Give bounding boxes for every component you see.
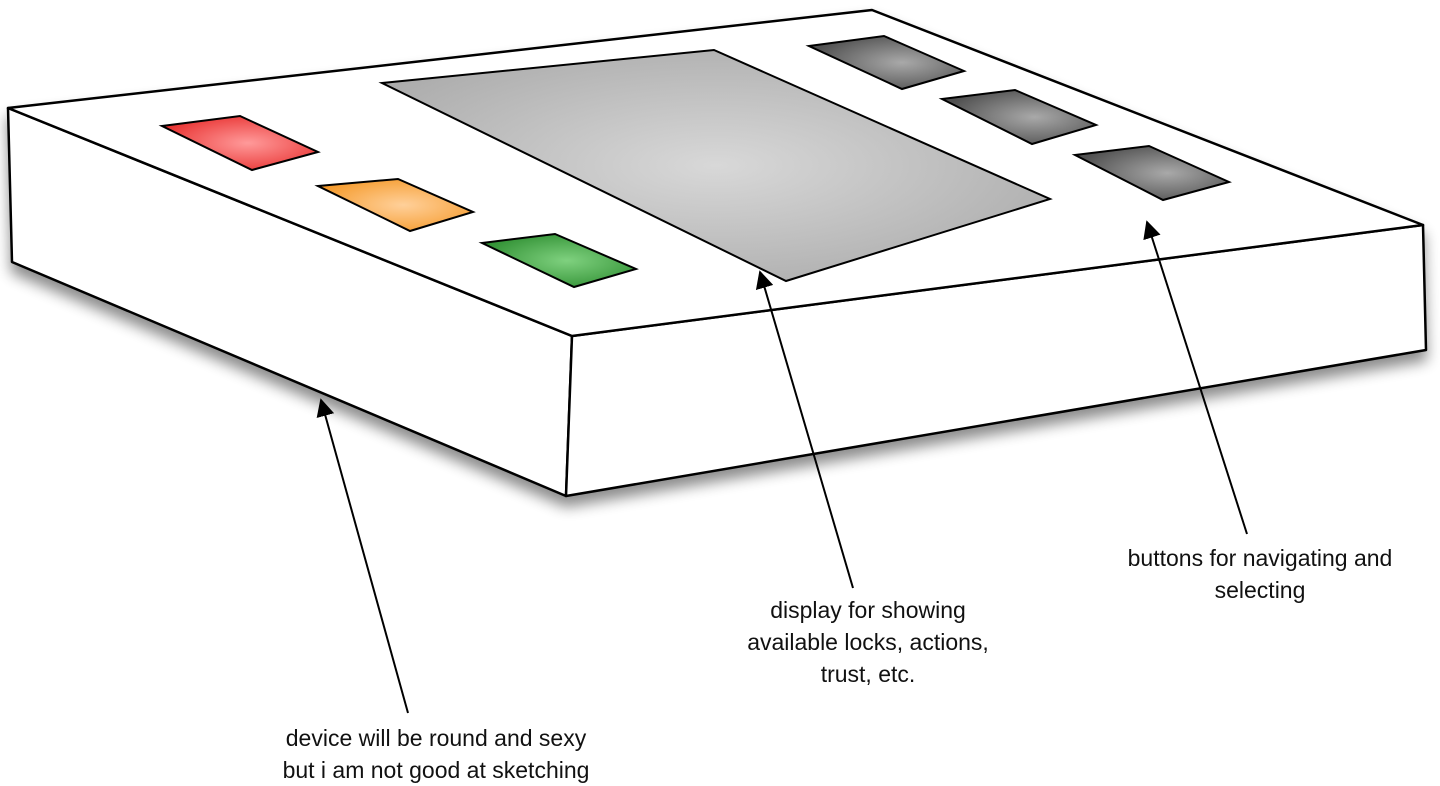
- arrow-buttons: [1143, 220, 1248, 535]
- caption-device-shape-line-1: device will be round and sexy: [285, 725, 587, 751]
- caption-buttons-line-2: selecting: [1214, 577, 1306, 603]
- nav-button-3[interactable]: [1071, 144, 1232, 202]
- arrow-display: [755, 270, 854, 589]
- caption-buttons: buttons for navigating and selecting: [1084, 542, 1436, 606]
- orange-button[interactable]: [314, 177, 476, 233]
- nav-button-1[interactable]: [805, 34, 967, 91]
- nav-button-2[interactable]: [938, 88, 1099, 146]
- caption-display-line-2: available locks, actions,: [747, 629, 989, 655]
- caption-display-line-1: display for showing: [770, 597, 966, 623]
- caption-display: display for showing available locks, act…: [698, 594, 1038, 690]
- caption-buttons-line-1: buttons for navigating and: [1127, 545, 1393, 571]
- green-button[interactable]: [478, 232, 639, 289]
- red-button[interactable]: [158, 114, 321, 172]
- arrow-device-shape: [316, 398, 409, 714]
- caption-device-shape-line-2: but i am not good at sketching: [282, 757, 590, 783]
- caption-device-shape: device will be round and sexy but i am n…: [226, 722, 646, 786]
- display-screen: [378, 48, 1053, 283]
- caption-display-line-3: trust, etc.: [820, 661, 916, 687]
